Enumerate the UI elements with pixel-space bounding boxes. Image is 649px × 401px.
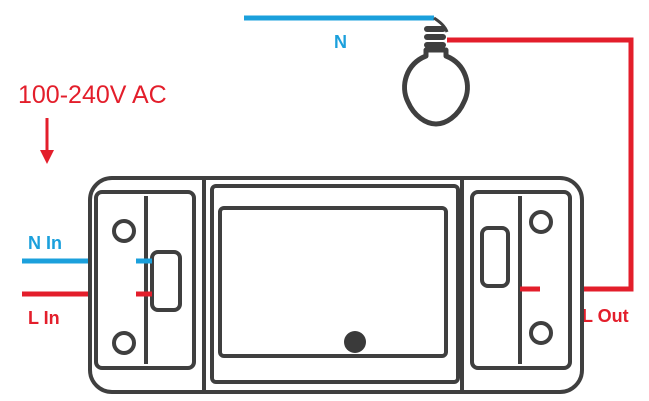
left-terminal-slot — [150, 250, 182, 312]
right-terminal-slot — [480, 226, 510, 288]
left-terminal-block — [94, 190, 196, 370]
n-in-label: N In — [28, 233, 62, 253]
pairing-button[interactable] — [344, 331, 366, 353]
left-bottom-screw — [112, 331, 136, 355]
right-terminal-block — [470, 190, 572, 370]
switch-module — [88, 176, 584, 394]
module-cover-panel — [218, 206, 448, 358]
right-bottom-screw — [529, 321, 553, 345]
right-top-screw — [529, 210, 553, 234]
module-center-body — [210, 184, 460, 384]
voltage-label: 100-240V AC — [18, 81, 167, 109]
neutral-label: N — [334, 32, 347, 52]
voltage-arrow-icon — [40, 118, 54, 164]
l-out-label: L Out — [582, 306, 629, 326]
l-in-label: L In — [28, 308, 60, 328]
left-top-screw — [112, 219, 136, 243]
light-bulb-icon — [402, 16, 470, 127]
